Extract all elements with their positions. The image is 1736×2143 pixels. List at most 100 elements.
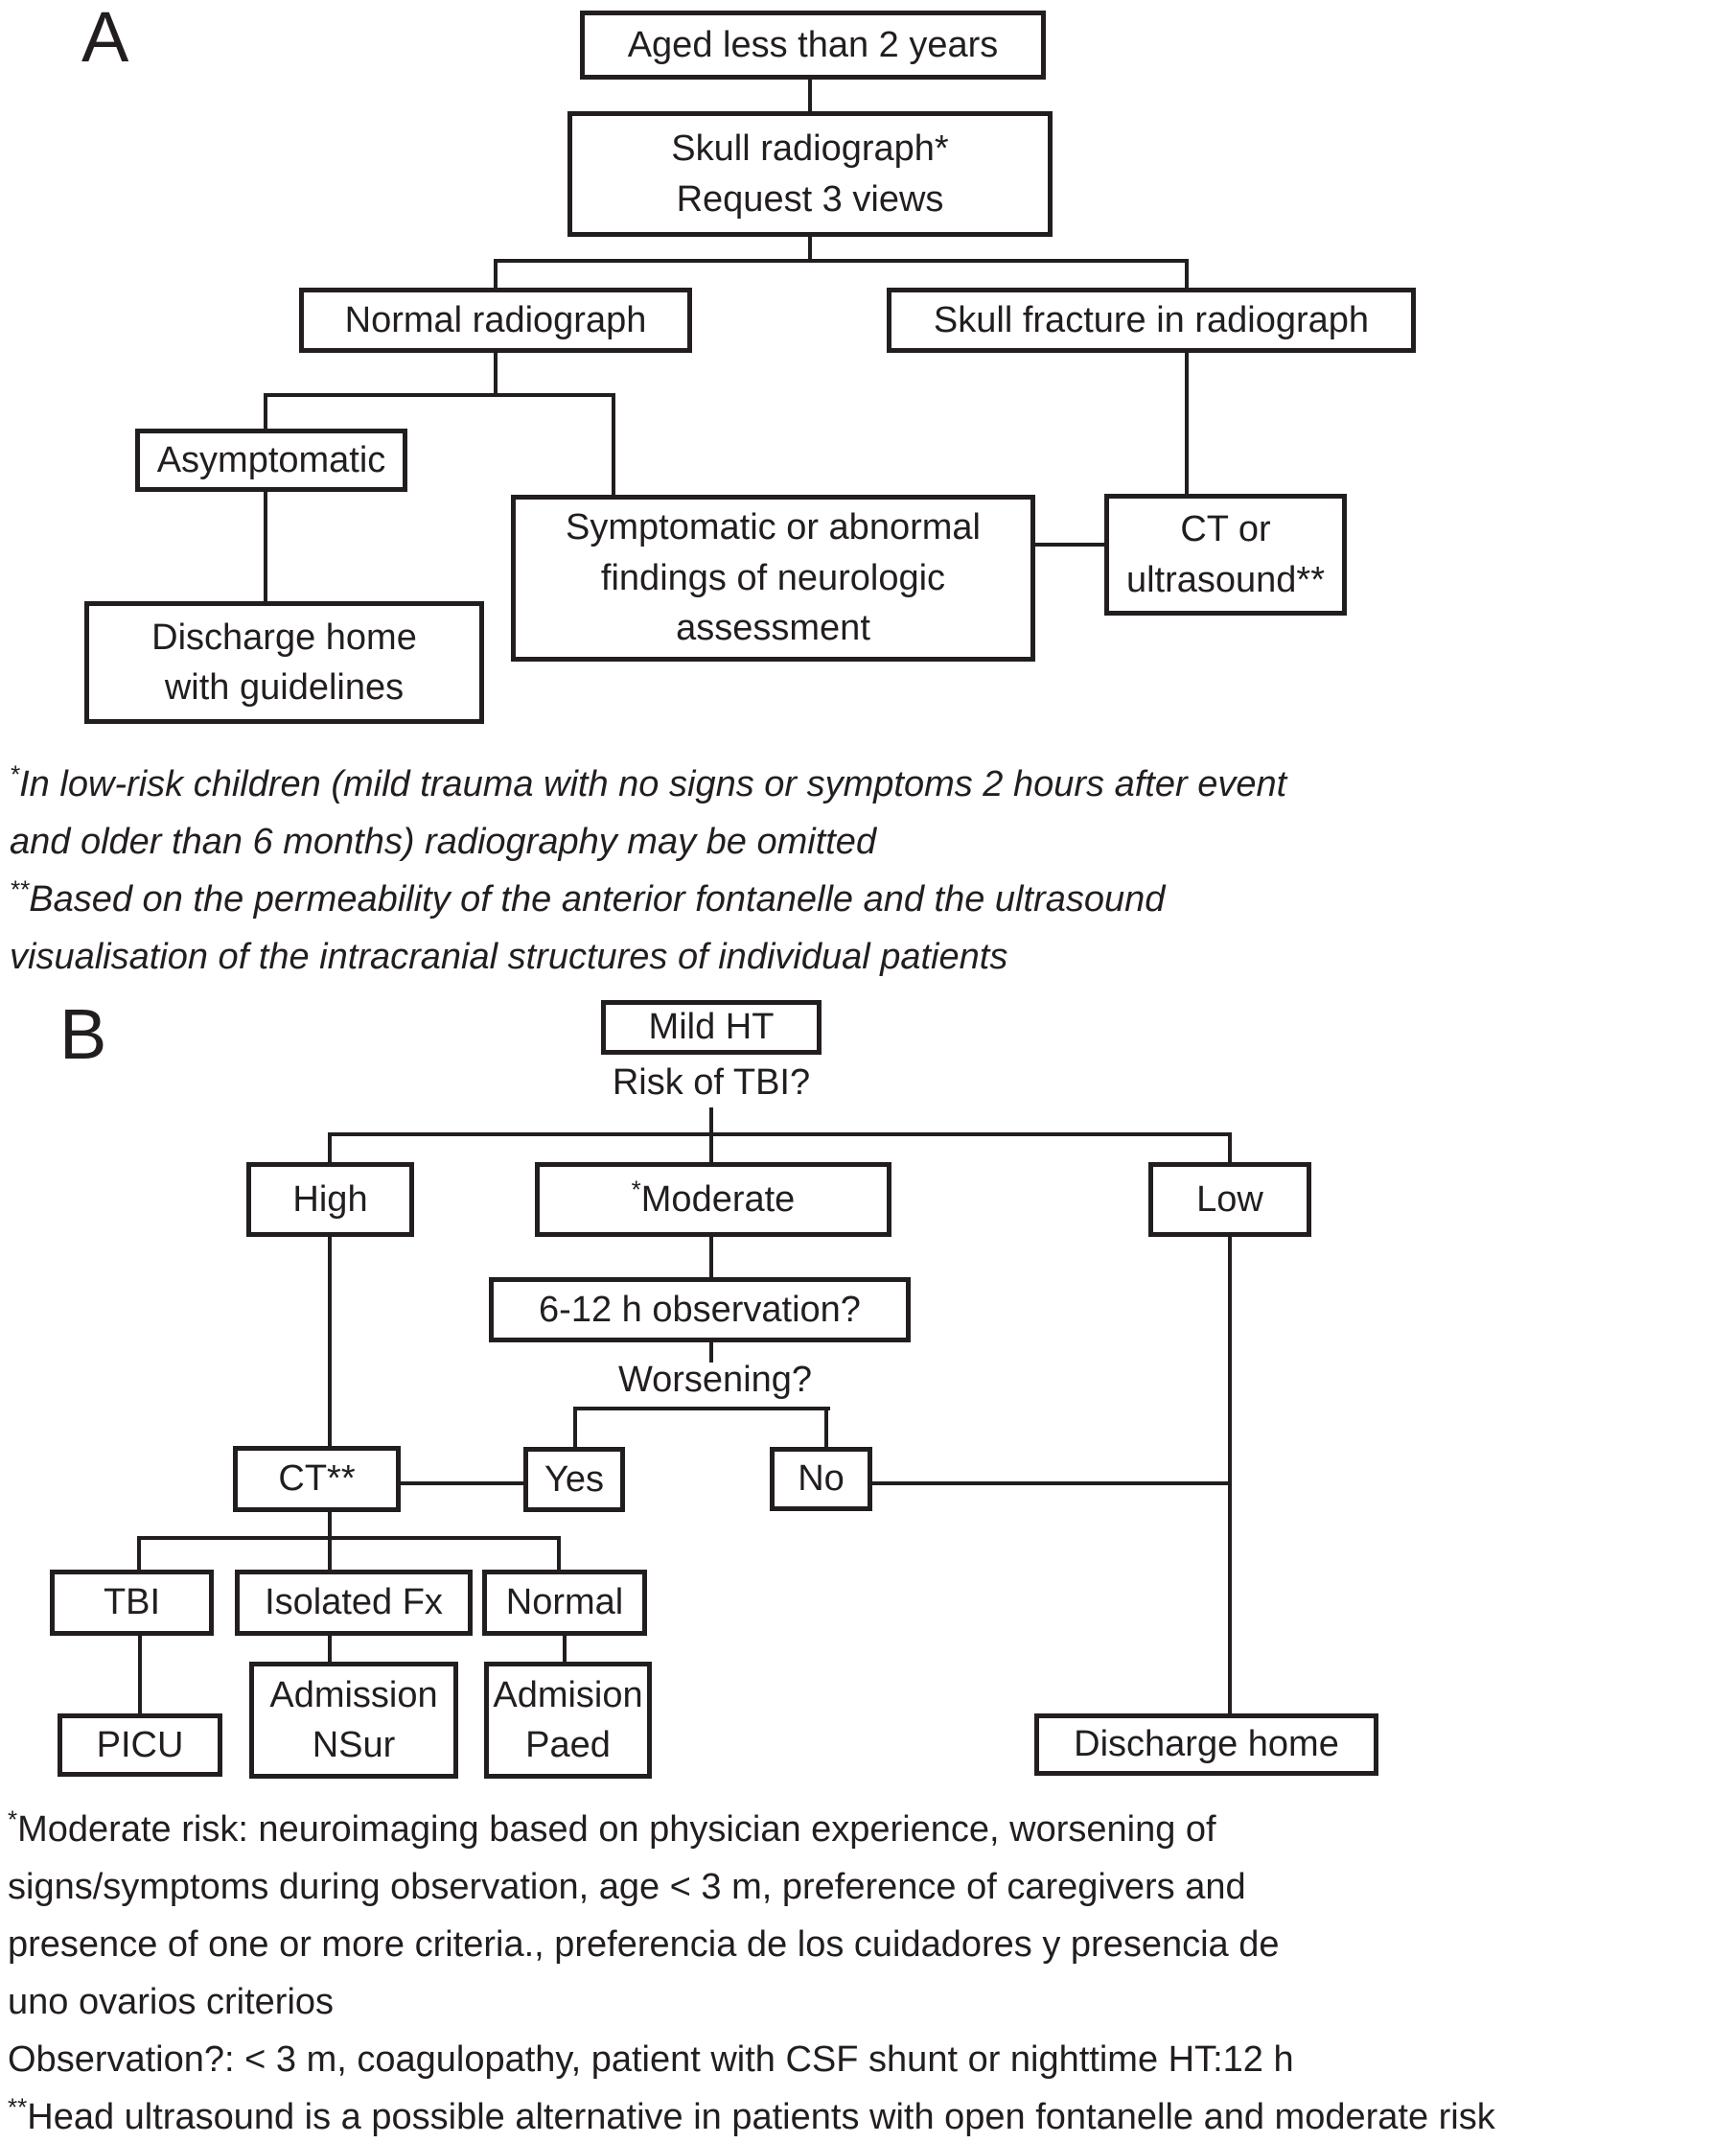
connector-line (1031, 543, 1106, 547)
node-isolated-fx: Isolated Fx (235, 1570, 473, 1636)
footnote-line: **Based on the permeability of the anter… (10, 874, 1166, 920)
connector-line (1185, 259, 1189, 290)
connector-line (870, 1481, 1232, 1485)
node-label: assessment (676, 608, 870, 649)
node-label: Admision (493, 1674, 643, 1715)
connector-line (137, 1536, 141, 1572)
node-label: No (798, 1458, 845, 1500)
node-high: High (246, 1162, 414, 1237)
connector-line (612, 393, 615, 497)
node-label: Admission (269, 1674, 438, 1715)
footnote-marker: ** (8, 2092, 28, 2122)
risk-of-tbi-question: Risk of TBI? (612, 1062, 811, 1103)
node-ct: CT** (233, 1446, 401, 1512)
node-discharge-home: Discharge home (1034, 1713, 1378, 1776)
node-label: *Moderate (631, 1175, 796, 1220)
node-label: Mild HT (648, 1007, 775, 1048)
connector-line (573, 1407, 830, 1410)
panel-a-label: A (81, 0, 129, 77)
node-low: Low (1148, 1162, 1311, 1237)
node-aged-less-than-2-years: Aged less than 2 years (580, 11, 1046, 80)
footnote-marker: ** (10, 874, 30, 904)
connector-line (1228, 1235, 1232, 1713)
footnote-marker: * (8, 1805, 18, 1834)
node-label: Normal radiograph (344, 299, 647, 340)
connector-line (709, 1132, 713, 1164)
connector-line (264, 490, 267, 603)
node-label: CT** (278, 1458, 356, 1500)
connector-line (494, 259, 1189, 263)
connector-line (328, 1634, 332, 1664)
node-normal: Normal (482, 1570, 647, 1636)
footnote-line: **Head ultrasound is a possible alternat… (8, 2092, 1495, 2137)
node-label: Skull fracture in radiograph (933, 299, 1370, 340)
node-label: Low (1196, 1178, 1263, 1220)
node-label: Paed (525, 1725, 611, 1765)
connector-line (264, 393, 615, 397)
node-no: No (770, 1447, 872, 1511)
footnote-line: signs/symptoms during observation, age <… (8, 1867, 1246, 1907)
footnote-marker: * (631, 1175, 641, 1204)
node-label: Yes (544, 1458, 604, 1500)
node-label: NSur (312, 1725, 396, 1765)
node-tbi: TBI (50, 1570, 214, 1636)
footnote-line: visualisation of the intracranial struct… (10, 937, 1008, 977)
node-symptomatic-or-abnormal: Symptomatic or abnormal findings of neur… (511, 495, 1035, 662)
node-mild-ht: Mild HT (601, 1000, 822, 1055)
node-label: Skull radiograph* (671, 128, 949, 170)
node-label: Request 3 views (676, 178, 944, 220)
node-yes: Yes (523, 1447, 625, 1512)
connector-line (328, 1536, 332, 1572)
node-label: Asymptomatic (156, 439, 386, 480)
node-label: Symptomatic or abnormal (566, 507, 981, 548)
node-label: findings of neurologic (600, 557, 946, 598)
connector-line (494, 259, 498, 290)
worsening-question: Worsening? (617, 1360, 813, 1400)
connector-line (808, 237, 812, 263)
connector-line (137, 1536, 561, 1540)
node-picu: PICU (58, 1713, 222, 1777)
connector-line (328, 1510, 332, 1540)
node-label: Discharge home (151, 617, 417, 658)
node-label: ultrasound** (1125, 559, 1326, 600)
panel-a-footnotes: *In low-risk children (mild trauma with … (10, 756, 1286, 986)
node-discharge-home-with-guidelines: Discharge home with guidelines (84, 601, 484, 724)
footnote-line: *In low-risk children (mild trauma with … (10, 759, 1287, 804)
node-label: Normal (505, 1582, 624, 1623)
connector-line (808, 80, 812, 111)
node-label: with guidelines (164, 667, 405, 708)
connector-line (709, 1340, 713, 1363)
footnote-line: *Moderate risk: neuroimaging based on ph… (8, 1805, 1216, 1850)
connector-line (709, 1107, 713, 1136)
node-label: Isolated Fx (265, 1582, 443, 1623)
node-observation: 6-12 h observation? (489, 1277, 911, 1342)
connector-line (1228, 1132, 1232, 1164)
node-ct-or-ultrasound: CT or ultrasound** (1104, 494, 1347, 616)
footnote-line: uno ovarios criterios (8, 1982, 335, 2022)
node-label: 6-12 h observation? (539, 1289, 861, 1330)
connector-line (328, 1132, 1232, 1136)
node-label: High (292, 1178, 368, 1220)
connector-line (709, 1235, 713, 1279)
connector-line (1185, 353, 1189, 496)
connector-line (328, 1132, 332, 1164)
node-moderate: *Moderate (535, 1162, 891, 1237)
node-label: CT or (1180, 509, 1271, 550)
connector-line (328, 1235, 332, 1448)
node-skull-fracture-in-radiograph: Skull fracture in radiograph (887, 288, 1416, 353)
node-normal-radiograph: Normal radiograph (299, 288, 692, 353)
connector-line (573, 1407, 577, 1449)
node-label: PICU (96, 1724, 184, 1765)
panel-b-footnotes: *Moderate risk: neuroimaging based on ph… (8, 1801, 1495, 2143)
connector-line (824, 1407, 828, 1449)
node-label: Discharge home (1074, 1724, 1339, 1765)
footnote-line: Observation?: < 3 m, coagulopathy, patie… (8, 2039, 1294, 2080)
node-asymptomatic: Asymptomatic (135, 429, 407, 492)
footnote-marker: * (10, 759, 20, 789)
node-label: Aged less than 2 years (627, 24, 999, 65)
connector-line (557, 1536, 561, 1572)
connector-line (399, 1481, 525, 1485)
connector-line (264, 393, 267, 431)
node-admision-paed: Admision Paed (484, 1662, 652, 1779)
